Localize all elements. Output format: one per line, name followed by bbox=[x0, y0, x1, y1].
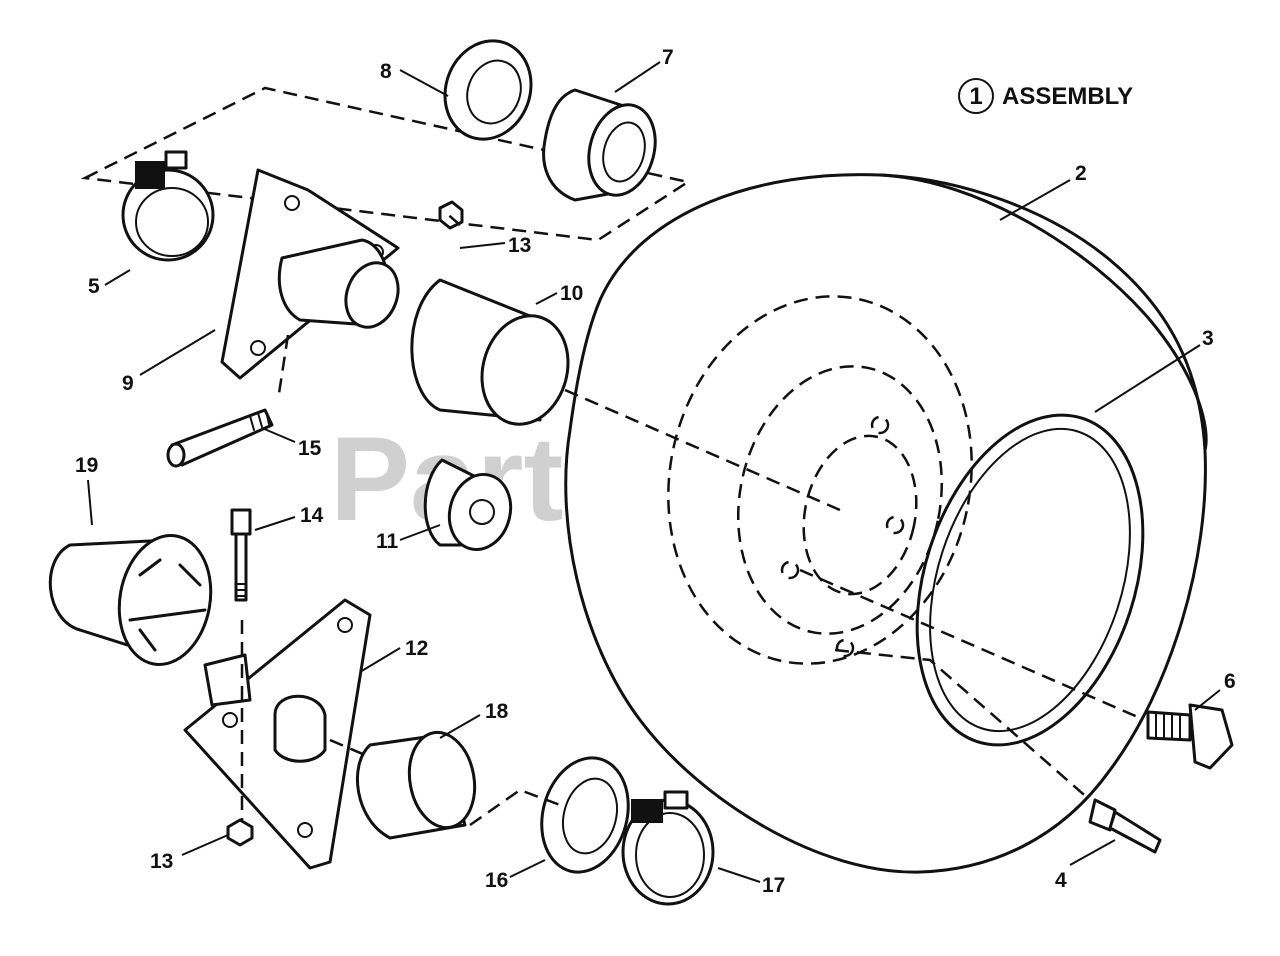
seal-part-8 bbox=[443, 39, 533, 141]
callout-7: 7 bbox=[662, 46, 674, 69]
callout-6: 6 bbox=[1224, 670, 1236, 693]
group-outline-dashed bbox=[80, 86, 692, 242]
callout-10: 10 bbox=[560, 282, 583, 305]
callout-11: 11 bbox=[376, 530, 399, 553]
callout-12: 12 bbox=[405, 637, 428, 660]
seal-part-16 bbox=[540, 756, 630, 874]
callout-13-bottom: 13 bbox=[150, 850, 173, 873]
callout-5: 5 bbox=[88, 275, 100, 298]
assembly-number-circle bbox=[958, 78, 994, 114]
alignment-lines bbox=[240, 211, 1141, 827]
callout-16: 16 bbox=[485, 869, 508, 892]
bracket-part-9 bbox=[220, 168, 400, 380]
spacer-part-18 bbox=[356, 730, 477, 840]
callout-labels: 2 3 4 5 6 7 8 9 10 11 12 13 13 14 15 16 … bbox=[75, 46, 1236, 897]
bolt-part-14 bbox=[230, 508, 252, 602]
nut-part-13-bottom bbox=[226, 818, 254, 847]
bolt-part-6 bbox=[1146, 703, 1234, 770]
leader-lines bbox=[87, 61, 1221, 883]
assembly-number: 1 bbox=[969, 83, 982, 110]
bushing-part-7 bbox=[542, 88, 657, 202]
stud-part-15 bbox=[166, 408, 274, 468]
bracket-part-12 bbox=[183, 598, 372, 870]
tire-part-2 bbox=[564, 173, 1208, 874]
valve-stem-part-4 bbox=[1088, 798, 1162, 854]
callout-13-top: 13 bbox=[508, 234, 531, 257]
spacer-part-10 bbox=[410, 278, 570, 426]
callout-19: 19 bbox=[75, 454, 98, 477]
assembly-label: ASSEMBLY bbox=[1002, 83, 1133, 110]
clamp-part-5 bbox=[121, 150, 215, 262]
bearing-part-11 bbox=[423, 458, 513, 552]
callout-14: 14 bbox=[300, 504, 324, 527]
clamp-part-17 bbox=[621, 790, 715, 906]
callout-8: 8 bbox=[380, 60, 392, 83]
callout-2: 2 bbox=[1075, 162, 1087, 185]
callout-4: 4 bbox=[1055, 869, 1067, 892]
callout-18: 18 bbox=[485, 700, 509, 723]
callout-17: 17 bbox=[762, 874, 785, 897]
callout-9: 9 bbox=[122, 372, 134, 395]
callout-3: 3 bbox=[1202, 327, 1214, 350]
hub-tube-part-19 bbox=[48, 534, 213, 666]
callout-15: 15 bbox=[298, 437, 322, 460]
assembly-note: 1 ASSEMBLY bbox=[958, 78, 1133, 114]
